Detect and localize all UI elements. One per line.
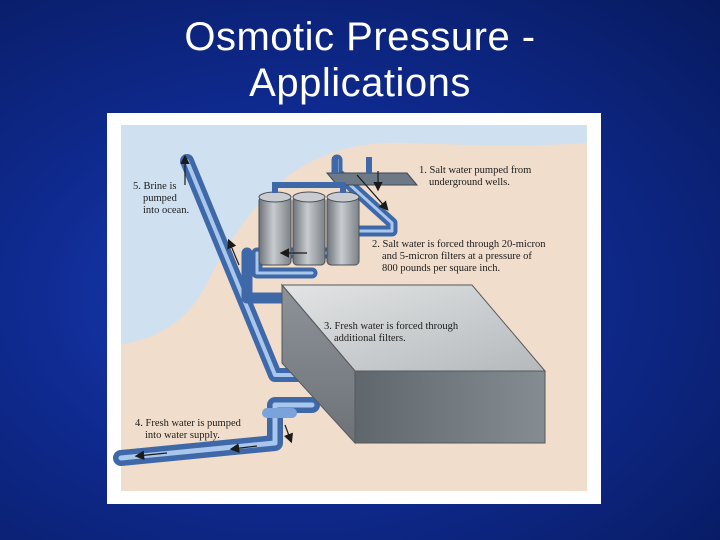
- supply-arrow-2: [134, 450, 168, 461]
- step-5-line-1: 5. Brine is: [133, 181, 176, 192]
- step-1-caption: 1. Salt water pumped from underground we…: [419, 165, 531, 188]
- step-1-line-2: underground wells.: [429, 177, 510, 188]
- slide-title-line-1: Osmotic Pressure -: [184, 15, 536, 59]
- well-arrow-diag: [356, 174, 389, 211]
- well-platform: [325, 172, 419, 186]
- slide-title-line-2: Applications: [249, 61, 471, 105]
- step-2-caption: 2. Salt water is forced through 20-micro…: [372, 239, 546, 274]
- supply-arrow-1: [229, 443, 258, 453]
- step-4-line-2: into water supply.: [145, 430, 220, 441]
- step-4-line-1: 4. Fresh water is pumped: [135, 418, 242, 429]
- filter-tanks: [258, 182, 360, 266]
- filtration-block: [280, 283, 547, 445]
- step-3-caption: 3. Fresh water is forced through additio…: [324, 321, 459, 344]
- fresh-arrow-down: [283, 424, 293, 444]
- step-4-caption: 4. Fresh water is pumped into water supp…: [135, 418, 242, 441]
- flow-arrows: [134, 154, 389, 461]
- step-5-caption: 5. Brine is pumped into ocean.: [133, 181, 189, 216]
- step-2-line-3: 800 pounds per square inch.: [382, 263, 500, 274]
- step-2-line-2: and 5-micron filters at a pressure of: [382, 251, 532, 262]
- step-3-line-1: 3. Fresh water is forced through: [324, 321, 459, 332]
- step-3-line-2: additional filters.: [334, 333, 406, 344]
- ocean-area: [121, 125, 587, 345]
- step-5-line-3: into ocean.: [143, 205, 189, 216]
- step-1-line-1: 1. Salt water pumped from: [419, 165, 531, 176]
- step-2-line-1: 2. Salt water is forced through 20-micro…: [372, 239, 546, 250]
- desalination-diagram: 1. Salt water pumped from underground we…: [107, 113, 601, 504]
- diagram-canvas: 1. Salt water pumped from underground we…: [113, 125, 587, 491]
- pipe-arrow-up: [227, 238, 240, 266]
- slide-title: Osmotic Pressure - Applications: [0, 14, 720, 106]
- filter-outlet-pipe: [241, 247, 288, 304]
- step-5-line-2: pumped: [143, 193, 178, 204]
